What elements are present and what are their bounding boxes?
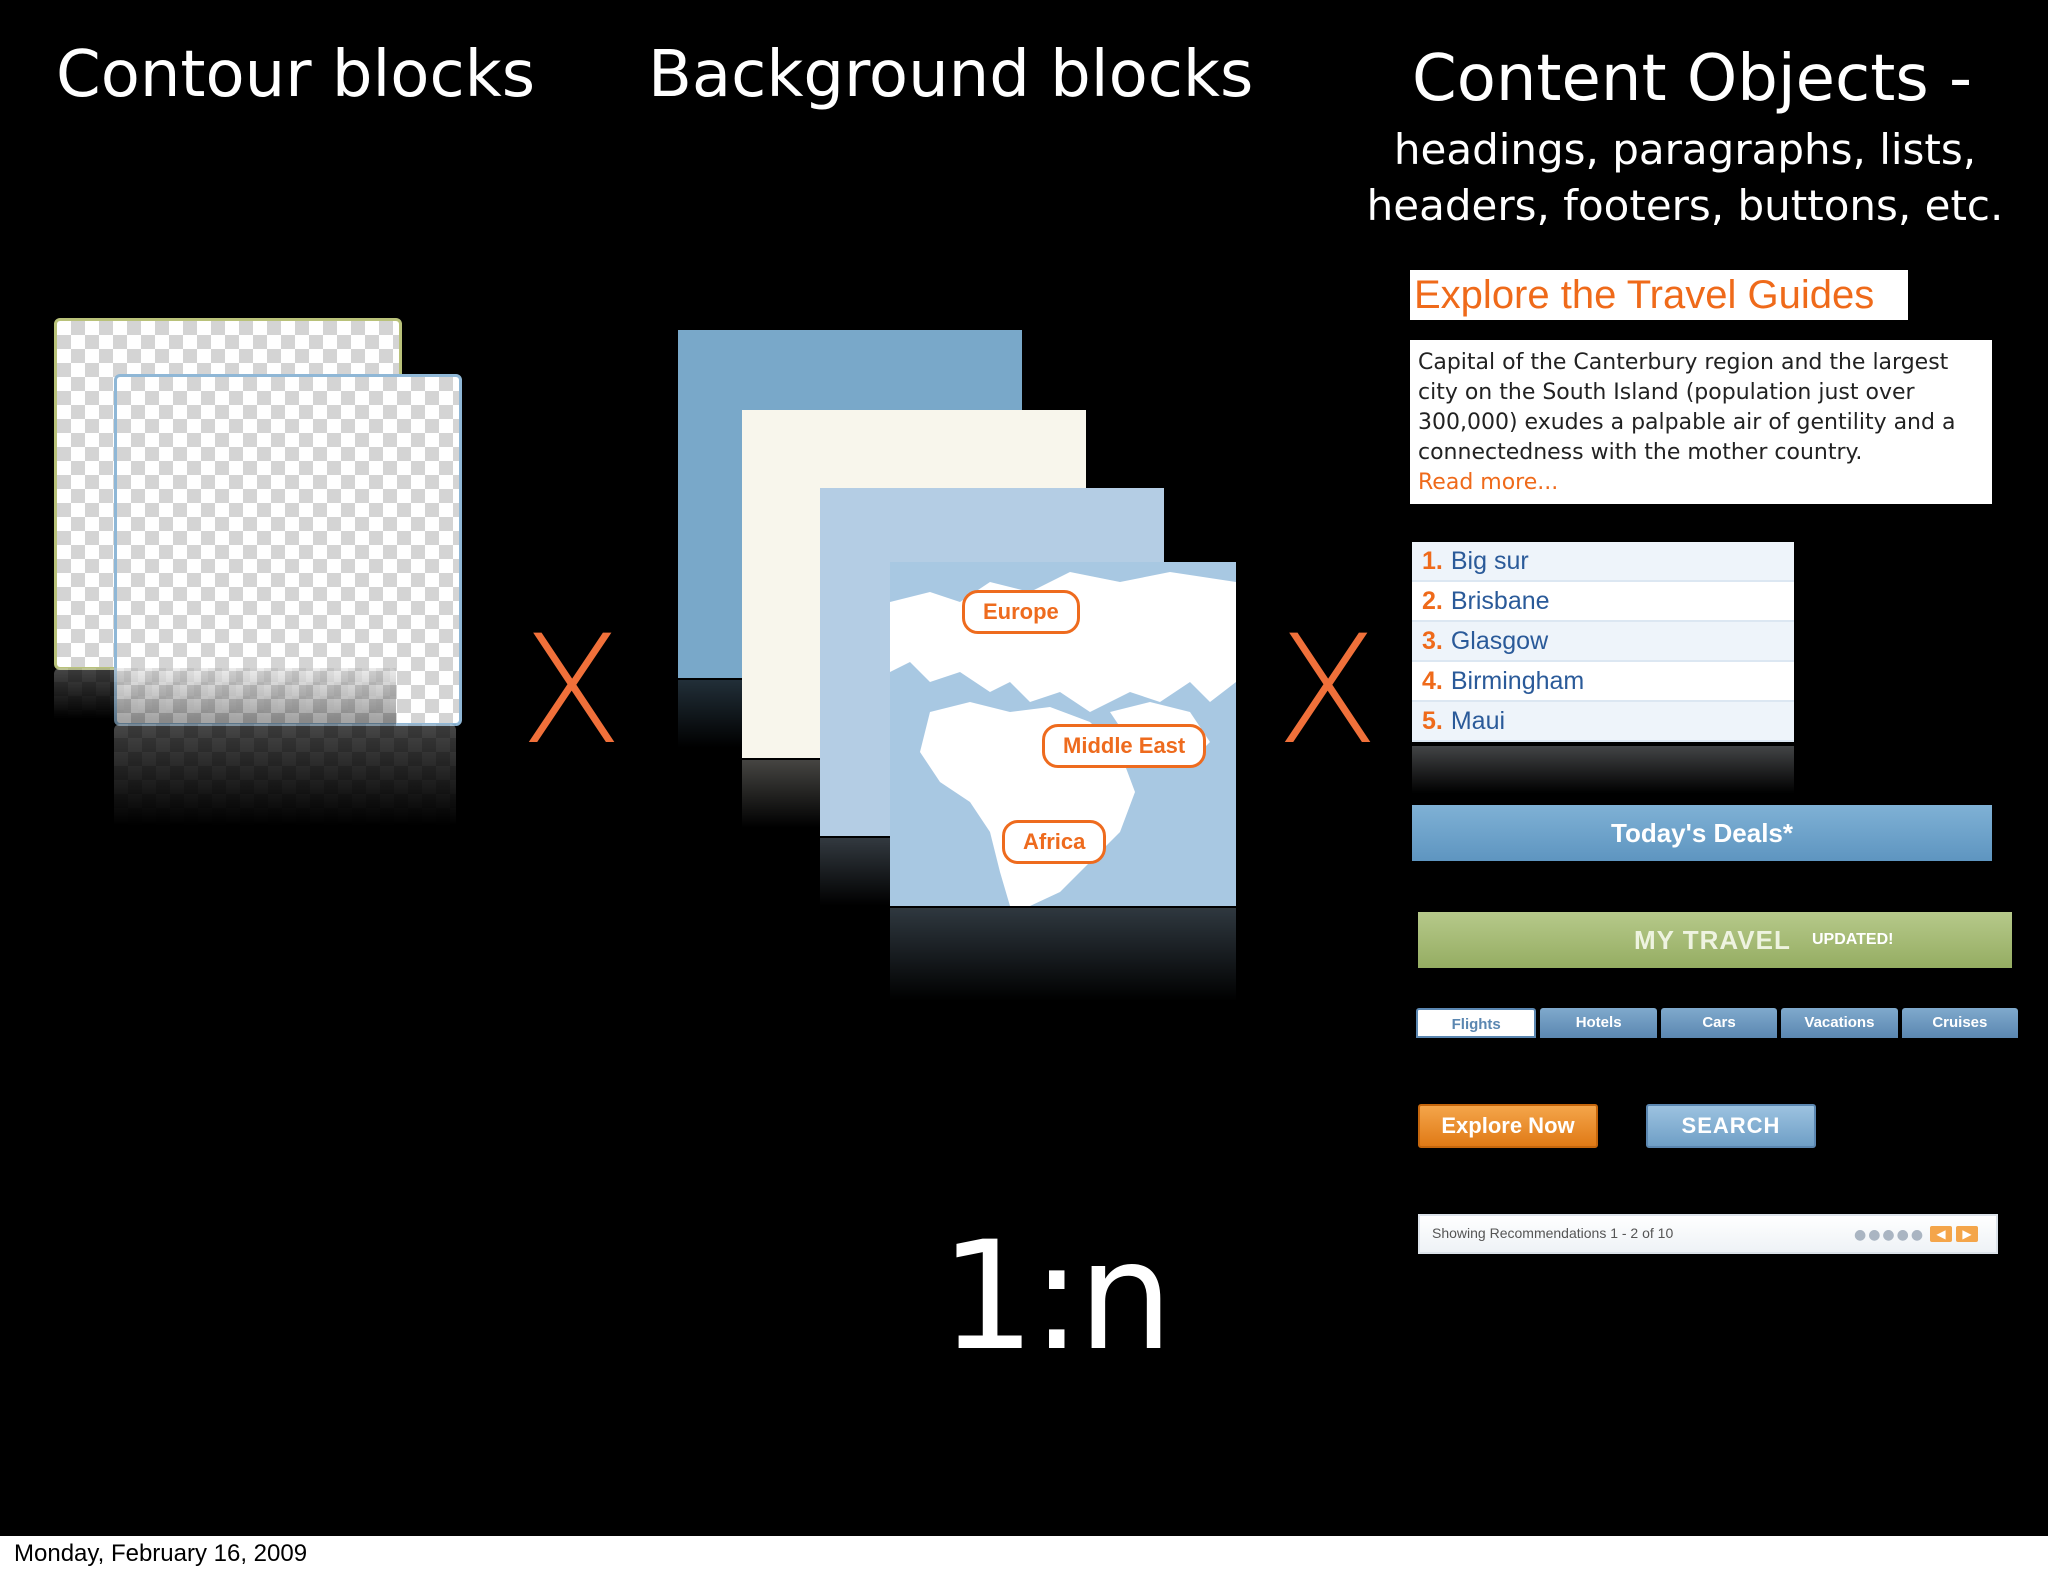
list-item[interactable]: 5.Maui xyxy=(1412,702,1794,742)
pager-dots[interactable]: ●●●●● xyxy=(1854,1227,1926,1243)
next-arrow-icon[interactable]: ▶ xyxy=(1956,1226,1978,1242)
contour-blocks-title: Contour blocks xyxy=(56,38,536,112)
list-item[interactable]: 3.Glasgow xyxy=(1412,622,1794,662)
content-objects-subtitle: headings, paragraphs, lists, headers, fo… xyxy=(1366,125,2004,230)
tab-cruises[interactable]: Cruises xyxy=(1901,1008,2019,1038)
content-objects-title: Content Objects - xyxy=(1412,42,1973,116)
explore-now-button[interactable]: Explore Now xyxy=(1418,1104,1598,1148)
list-item[interactable]: 1.Big sur xyxy=(1412,542,1794,582)
heading-sample: Explore the Travel Guides xyxy=(1410,270,1908,320)
read-more-link[interactable]: Read more... xyxy=(1418,470,1559,495)
contour-block-reflection-back xyxy=(54,668,396,728)
contour-block-reflection-front xyxy=(114,724,456,844)
recommendations-pager: Showing Recommendations 1 - 2 of 10 ●●●●… xyxy=(1418,1214,1998,1254)
my-travel-title: MY TRAVEL xyxy=(1634,925,1791,955)
map-block-reflection xyxy=(890,908,1236,1018)
tab-cars[interactable]: Cars xyxy=(1660,1008,1778,1038)
updated-badge: UPDATED! xyxy=(1812,931,1894,948)
map-label-europe: Europe xyxy=(962,590,1080,634)
list-sample: 1.Big sur 2.Brisbane 3.Glasgow 4.Birming… xyxy=(1412,542,1794,742)
map-label-africa: Africa xyxy=(1002,820,1107,864)
map-label-middle-east: Middle East xyxy=(1042,724,1207,768)
tab-bar: Flights Hotels Cars Vacations Cruises xyxy=(1416,1008,2019,1038)
background-blocks-title: Background blocks xyxy=(648,38,1254,112)
paragraph-sample: Capital of the Canterbury region and the… xyxy=(1410,340,1992,504)
list-item[interactable]: 2.Brisbane xyxy=(1412,582,1794,622)
multiply-sign-1: X xyxy=(520,604,623,778)
ratio-label: 1:n xyxy=(940,1210,1173,1384)
prev-arrow-icon[interactable]: ◀ xyxy=(1930,1226,1952,1242)
footer-bar xyxy=(0,1536,2048,1576)
my-travel-header: MY TRAVEL UPDATED! xyxy=(1418,912,2012,968)
tab-hotels[interactable]: Hotels xyxy=(1540,1008,1657,1038)
paragraph-text: Capital of the Canterbury region and the… xyxy=(1418,350,1956,465)
slide: Contour blocks Background blocks Content… xyxy=(0,0,2048,1536)
footer-date: Monday, February 16, 2009 xyxy=(14,1540,308,1567)
tab-vacations[interactable]: Vacations xyxy=(1781,1008,1898,1038)
todays-deals-header: Today's Deals* xyxy=(1412,805,1992,861)
list-item[interactable]: 4.Birmingham xyxy=(1412,662,1794,702)
list-reflection xyxy=(1412,746,1794,802)
tab-flights[interactable]: Flights xyxy=(1416,1008,1537,1038)
search-button[interactable]: SEARCH xyxy=(1646,1104,1816,1148)
contour-block-front xyxy=(114,374,462,726)
multiply-sign-2: X xyxy=(1276,604,1379,778)
pager-text: Showing Recommendations 1 - 2 of 10 xyxy=(1432,1225,1674,1241)
